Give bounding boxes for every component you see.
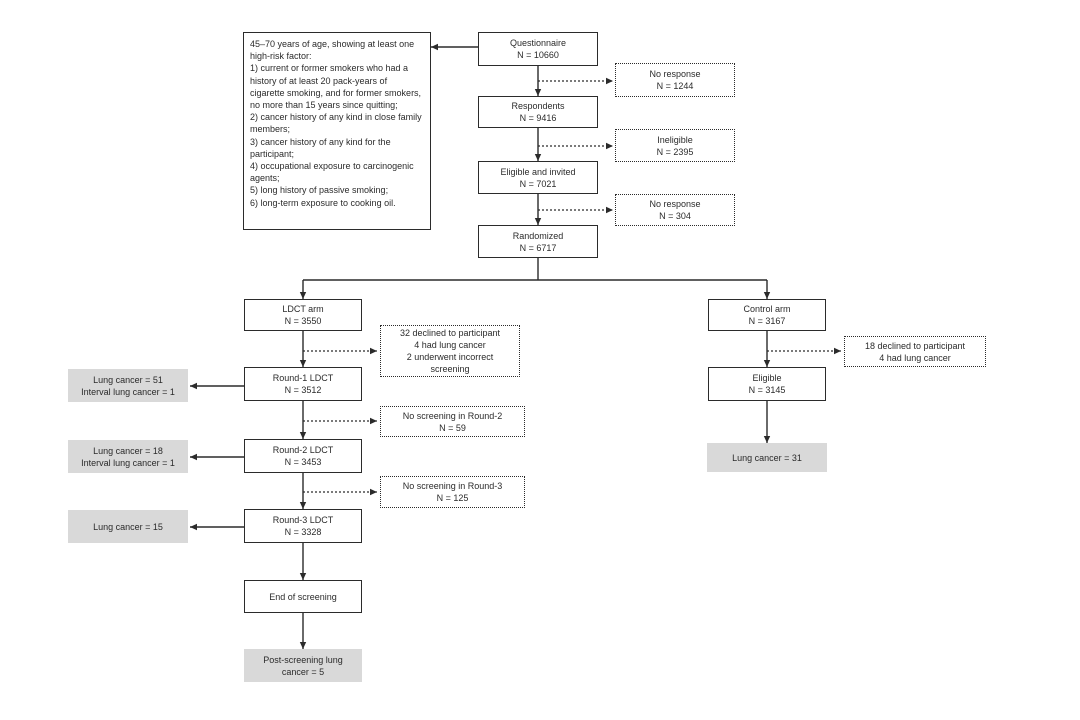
control-eligible-box: Eligible N = 3145 — [708, 367, 826, 401]
randomized-box: Randomized N = 6717 — [478, 225, 598, 258]
control-cancer-box: Lung cancer = 31 — [707, 443, 827, 472]
ineligible-box: Ineligible N = 2395 — [615, 129, 735, 162]
node-count: N = 59 — [439, 422, 466, 433]
node-label: Respondents — [511, 101, 565, 111]
criteria-line: 6) long-term exposure to cooking oil. — [250, 197, 396, 208]
node-label: No screening in Round-2 — [402, 410, 503, 421]
no-response-2-box: No response N = 304 — [615, 194, 735, 226]
control-arm-box: Control arm N = 3167 — [708, 299, 826, 331]
node-count: N = 3453 — [284, 457, 322, 467]
node-count: N = 3167 — [748, 316, 786, 326]
node-count: N = 2395 — [656, 146, 694, 157]
questionnaire-box: Questionnaire N = 10660 — [478, 32, 598, 66]
node-label: Randomized — [512, 230, 564, 241]
node-label: Eligible — [752, 373, 782, 383]
no-screen-r2-box: No screening in Round-2 N = 59 — [380, 406, 525, 437]
node-line: Lung cancer = 15 — [93, 521, 163, 532]
round2-box: Round-2 LDCT N = 3453 — [244, 439, 362, 473]
round3-box: Round-3 LDCT N = 3328 — [244, 509, 362, 543]
no-response-1-box: No response N = 1244 — [615, 63, 735, 97]
node-count: N = 7021 — [519, 178, 557, 189]
node-line: Lung cancer = 51 — [93, 374, 163, 385]
post-screening-cancer-box: Post-screening lung cancer = 5 — [244, 649, 362, 682]
ldct-excluded-box: 32 declined to participant 4 had lung ca… — [380, 325, 520, 377]
node-line: 32 declined to participant — [399, 328, 501, 338]
criteria-line: 1) current or former smokers who had a h… — [250, 63, 422, 111]
node-label: Round-2 LDCT — [272, 445, 334, 455]
node-count: N = 10660 — [517, 50, 559, 60]
node-line: cancer = 5 — [281, 666, 325, 677]
round1-box: Round-1 LDCT N = 3512 — [244, 367, 362, 401]
node-count: N = 6717 — [519, 242, 557, 253]
no-screen-r3-box: No screening in Round-3 N = 125 — [380, 476, 525, 508]
node-label: End of screening — [269, 591, 337, 602]
node-count: N = 125 — [436, 493, 469, 503]
node-label: Round-3 LDCT — [272, 515, 334, 525]
node-label: Questionnaire — [509, 38, 567, 48]
node-line: 4 had lung cancer — [879, 352, 951, 363]
node-count: N = 1244 — [656, 81, 694, 91]
criteria-line: 2) cancer history of any kind in close f… — [250, 112, 422, 135]
node-count: N = 3550 — [284, 316, 322, 326]
node-line: Interval lung cancer = 1 — [81, 386, 175, 397]
node-label: Control arm — [743, 304, 791, 314]
node-label: No screening in Round-3 — [402, 481, 503, 491]
criteria-line: 3) cancer history of any kind for the pa… — [250, 136, 391, 159]
node-line: Lung cancer = 18 — [93, 445, 163, 456]
node-label: Eligible and invited — [500, 166, 576, 177]
node-label: No response — [649, 199, 701, 209]
node-count: N = 3145 — [748, 385, 786, 395]
node-count: N = 3512 — [284, 385, 322, 395]
node-count: N = 9416 — [519, 113, 557, 123]
node-label: Ineligible — [657, 134, 693, 145]
node-line: 2 underwent incorrect screening — [406, 352, 494, 374]
node-line: 4 had lung cancer — [414, 340, 486, 350]
round2-cancer-box: Lung cancer = 18 Interval lung cancer = … — [68, 440, 188, 473]
round3-cancer-box: Lung cancer = 15 — [68, 510, 188, 543]
ldct-arm-box: LDCT arm N = 3550 — [244, 299, 362, 331]
node-line: Lung cancer = 31 — [732, 452, 802, 463]
node-label: No response — [649, 69, 701, 79]
node-label: Round-1 LDCT — [272, 373, 334, 383]
criteria-line: 4) occupational exposure to carcinogenic… — [250, 161, 414, 184]
eligibility-criteria-box: 45–70 years of age, showing at least one… — [243, 32, 431, 230]
respondents-box: Respondents N = 9416 — [478, 96, 598, 128]
node-label: LDCT arm — [282, 304, 324, 314]
round1-cancer-box: Lung cancer = 51 Interval lung cancer = … — [68, 369, 188, 402]
criteria-line: 45–70 years of age, showing at least one… — [250, 39, 415, 62]
eligible-invited-box: Eligible and invited N = 7021 — [478, 161, 598, 194]
node-line: Post-screening lung — [263, 654, 343, 665]
criteria-line: 5) long history of passive smoking; — [250, 185, 389, 196]
node-count: N = 304 — [659, 211, 691, 221]
end-of-screening-box: End of screening — [244, 580, 362, 613]
node-line: Interval lung cancer = 1 — [81, 457, 175, 468]
node-count: N = 3328 — [284, 527, 322, 537]
node-line: 18 declined to participant — [864, 340, 966, 351]
control-excluded-box: 18 declined to participant 4 had lung ca… — [844, 336, 986, 367]
